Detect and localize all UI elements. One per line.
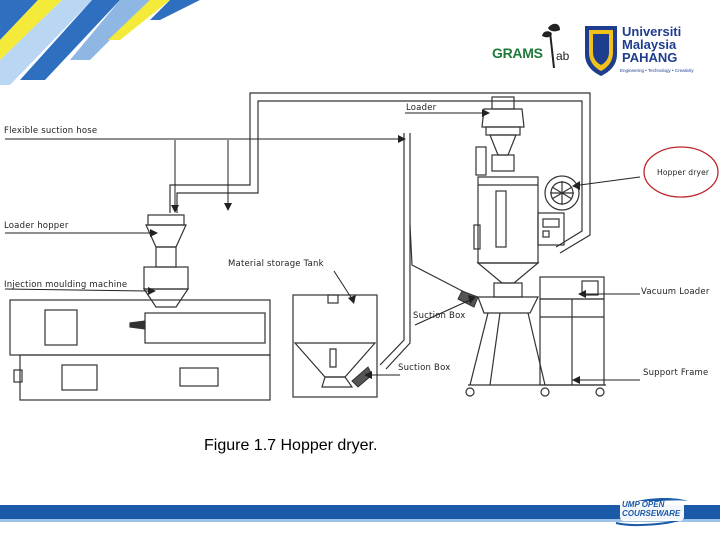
ocw-logo-line2: COURSEWARE — [622, 509, 681, 518]
grams-logo-text: GRAMS — [492, 45, 543, 61]
grams-lab-logo — [542, 23, 560, 69]
footer-accent-line — [0, 519, 720, 522]
footer-bar — [0, 505, 720, 519]
university-name-line3: PAHANG — [622, 50, 678, 65]
label-flexible-suction-hose: Flexible suction hose — [4, 126, 98, 136]
label-injection-moulding-machine: Injection moulding machine — [4, 280, 128, 290]
ump-open-courseware-logo-icon — [614, 497, 688, 526]
corner-decoration — [0, 0, 200, 85]
lab-logo-text: ab — [556, 49, 570, 63]
label-vacuum-loader: Vacuum Loader — [641, 287, 710, 297]
university-name-line1: Universiti — [622, 24, 682, 39]
label-suction-box-upper: Suction Box — [413, 311, 466, 321]
ump-shield-icon — [585, 26, 617, 76]
figure-caption: Figure 1.7 Hopper dryer. — [204, 437, 378, 454]
label-hopper-dryer: Hopper dryer — [657, 168, 710, 177]
university-tagline: Engineering • Technology • Creativity — [620, 68, 694, 73]
hopper-dryer-highlight-ring — [643, 146, 719, 198]
university-name-line2: Malaysia — [622, 37, 677, 52]
label-support-frame: Support Frame — [643, 368, 709, 378]
label-loader-hopper: Loader hopper — [4, 221, 69, 231]
ocw-logo-line1: UMP OPEN — [622, 500, 665, 509]
label-material-storage-tank: Material storage Tank — [228, 259, 324, 269]
label-suction-box-lower: Suction Box — [398, 363, 451, 373]
hopper-dryer-system-diagram — [4, 92, 719, 401]
label-loader: Loader — [406, 103, 437, 113]
